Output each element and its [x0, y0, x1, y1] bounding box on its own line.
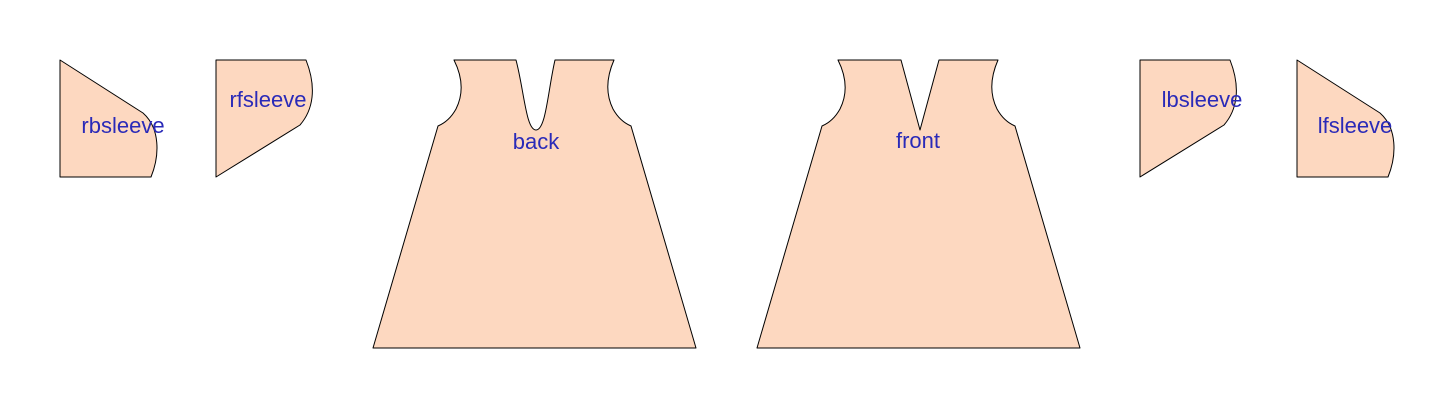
- rbsleeve-label: rbsleeve: [81, 113, 164, 138]
- lfsleeve-label: lfsleeve: [1318, 113, 1393, 138]
- piece-lfsleeve: lfsleeve: [1296, 59, 1395, 178]
- lbsleeve-shape: [1139, 59, 1237, 178]
- piece-back: back: [372, 59, 697, 349]
- piece-rbsleeve: rbsleeve: [59, 59, 165, 178]
- piece-lbsleeve: lbsleeve: [1139, 59, 1243, 178]
- lbsleeve-label: lbsleeve: [1162, 87, 1243, 112]
- front-label: front: [896, 128, 940, 153]
- rfsleeve-label: rfsleeve: [229, 87, 306, 112]
- back-label: back: [513, 129, 560, 154]
- front-shape: [756, 59, 1081, 349]
- back-shape: [372, 59, 697, 349]
- piece-front: front: [756, 59, 1081, 349]
- piece-rfsleeve: rfsleeve: [215, 59, 313, 178]
- rbsleeve-shape: [59, 59, 158, 178]
- lfsleeve-shape: [1296, 59, 1395, 178]
- rfsleeve-shape: [215, 59, 313, 178]
